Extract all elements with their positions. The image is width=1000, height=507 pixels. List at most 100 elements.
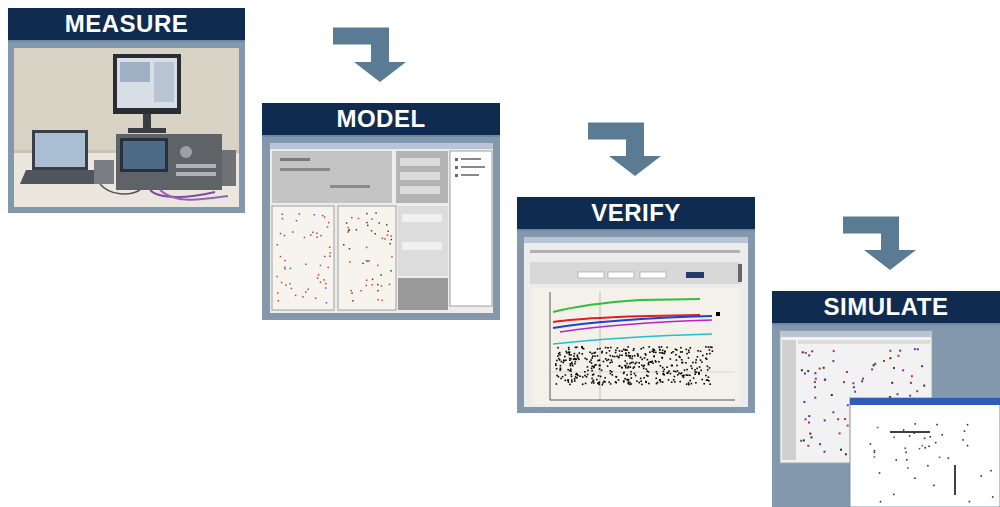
process-panel: MODEL (262, 103, 500, 320)
plot-point (626, 379, 628, 381)
plot-point (814, 372, 816, 374)
plot-point (625, 353, 627, 355)
plot-point (390, 270, 392, 272)
plot-point (565, 374, 567, 376)
plot-point (687, 374, 689, 376)
plot-point (284, 260, 286, 262)
plot-point (811, 436, 813, 438)
plot-point (593, 374, 595, 376)
model-screenshot-part (398, 206, 448, 276)
plot-point (347, 231, 349, 233)
plot-point (609, 362, 611, 364)
plot-point (591, 370, 593, 372)
plot-point (632, 362, 634, 364)
plot-point (570, 365, 572, 367)
plot-point (653, 356, 655, 358)
simulate-screenshot-part (780, 331, 932, 337)
plot-point (599, 359, 601, 361)
plot-point (375, 233, 377, 235)
plot-point (285, 284, 287, 286)
plot-point (643, 347, 645, 349)
plot-point (648, 383, 650, 385)
plot-point (351, 217, 353, 219)
plot-point (805, 352, 807, 354)
plot-point (626, 374, 628, 376)
simulate-screenshot-part (772, 323, 1000, 507)
plot-point (681, 372, 683, 374)
plot-point (814, 386, 816, 388)
plot-point (847, 425, 849, 427)
plot-point (289, 283, 291, 285)
simulate-screenshot-part (954, 465, 956, 495)
plot-point (847, 404, 849, 406)
plot-point (648, 364, 650, 366)
plot-point (709, 349, 711, 351)
plot-point (569, 354, 571, 356)
plot-point (663, 371, 665, 373)
plot-point (610, 383, 612, 385)
plot-point (579, 375, 581, 377)
lab-photo-part (20, 170, 100, 184)
model-screenshot-part (455, 174, 458, 177)
lab-photo-part (100, 184, 140, 194)
plot-point (874, 456, 876, 458)
plot-points (870, 423, 994, 502)
plot-point (678, 372, 680, 374)
plot-point (587, 366, 589, 368)
verify-screenshot-part (686, 272, 704, 278)
plot-point (695, 371, 697, 373)
plot-point (967, 424, 969, 426)
plot-point (629, 357, 631, 359)
model-screenshot-part (455, 166, 458, 169)
plot-point (845, 453, 847, 455)
plot-point (640, 378, 642, 380)
plot-point (664, 353, 666, 355)
plot-point (556, 383, 558, 385)
verify-screenshot-part (517, 229, 755, 413)
plot-point (565, 360, 567, 362)
verify-screenshot (517, 229, 755, 413)
plot-point (854, 391, 856, 393)
plot-point (284, 235, 286, 237)
plot-point (582, 353, 584, 355)
plot-point (555, 365, 557, 367)
plot-point (585, 383, 587, 385)
model-screenshot-part (461, 166, 485, 168)
plot-point (324, 216, 326, 218)
plot-point (568, 352, 570, 354)
plot-point (598, 384, 600, 386)
plot-point (903, 429, 905, 431)
verify-screenshot-part (553, 334, 712, 344)
step-title: MODEL (336, 105, 425, 133)
plot-point (664, 351, 666, 353)
plot-point (664, 350, 666, 352)
plot-point (565, 380, 567, 382)
model-screenshot-part (400, 186, 440, 194)
plot-point (633, 348, 635, 350)
plot-point (708, 380, 710, 382)
plot-point (904, 447, 906, 449)
plot-point (645, 381, 647, 383)
plot-point (667, 372, 669, 374)
plot-point (630, 366, 632, 368)
plot-point (569, 384, 571, 386)
plot-point (586, 359, 588, 361)
plot-point (643, 377, 645, 379)
plot-point (809, 433, 811, 435)
plot-point (621, 350, 623, 352)
plot-point (648, 363, 650, 365)
plot-point (690, 365, 692, 367)
plot-point (280, 256, 282, 257)
plot-point (365, 285, 367, 287)
plot-point (572, 365, 574, 367)
plot-point (819, 443, 821, 445)
verify-screenshot-part (738, 264, 742, 282)
plot-point (324, 279, 326, 281)
plot-point (573, 355, 575, 357)
plot-point (646, 375, 648, 377)
plot-point (694, 369, 696, 371)
plot-point (667, 373, 669, 375)
plot-point (624, 360, 626, 362)
plot-point (644, 357, 646, 359)
plot-point (626, 349, 628, 351)
